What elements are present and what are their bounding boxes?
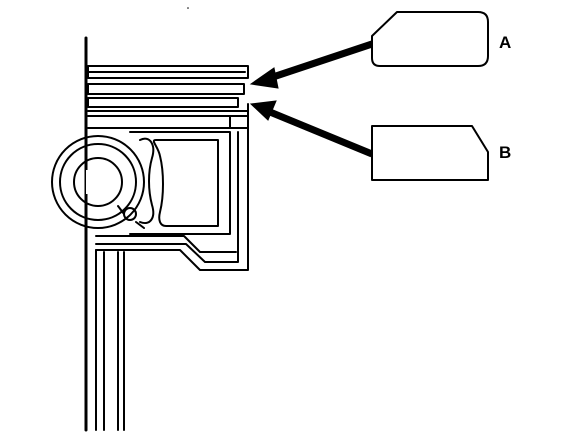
second-ring bbox=[87, 83, 245, 95]
piston-skirt-inner bbox=[95, 131, 239, 263]
piston-cross-section bbox=[51, 36, 249, 432]
boss-cavity bbox=[152, 139, 219, 227]
ring-b-profile bbox=[371, 125, 489, 181]
leader-arrows bbox=[249, 40, 374, 158]
arrow-b-shaft bbox=[268, 108, 374, 158]
wrist-pin-mid bbox=[59, 143, 137, 221]
piston-boss-step bbox=[95, 235, 237, 253]
boss-web-outline bbox=[139, 137, 155, 224]
arrow-b-head bbox=[249, 100, 277, 121]
oil-ring bbox=[87, 97, 239, 108]
callout-a bbox=[371, 11, 489, 67]
piston-skirt-outline bbox=[95, 127, 249, 271]
arrow-a-shaft bbox=[268, 40, 374, 82]
wrist-pin-outer bbox=[51, 135, 145, 229]
ring-a-profile bbox=[371, 11, 489, 67]
wrist-pin-inner bbox=[73, 157, 123, 207]
scan-speck bbox=[187, 7, 189, 9]
callout-b bbox=[371, 125, 489, 181]
arrow-a-head bbox=[249, 67, 279, 89]
callout-b-label: B bbox=[499, 143, 511, 162]
boss-rib bbox=[129, 131, 231, 235]
pin-center-mask bbox=[86, 170, 98, 194]
callout-a-label: A bbox=[499, 33, 511, 52]
boss-bolt-lines bbox=[117, 205, 145, 229]
